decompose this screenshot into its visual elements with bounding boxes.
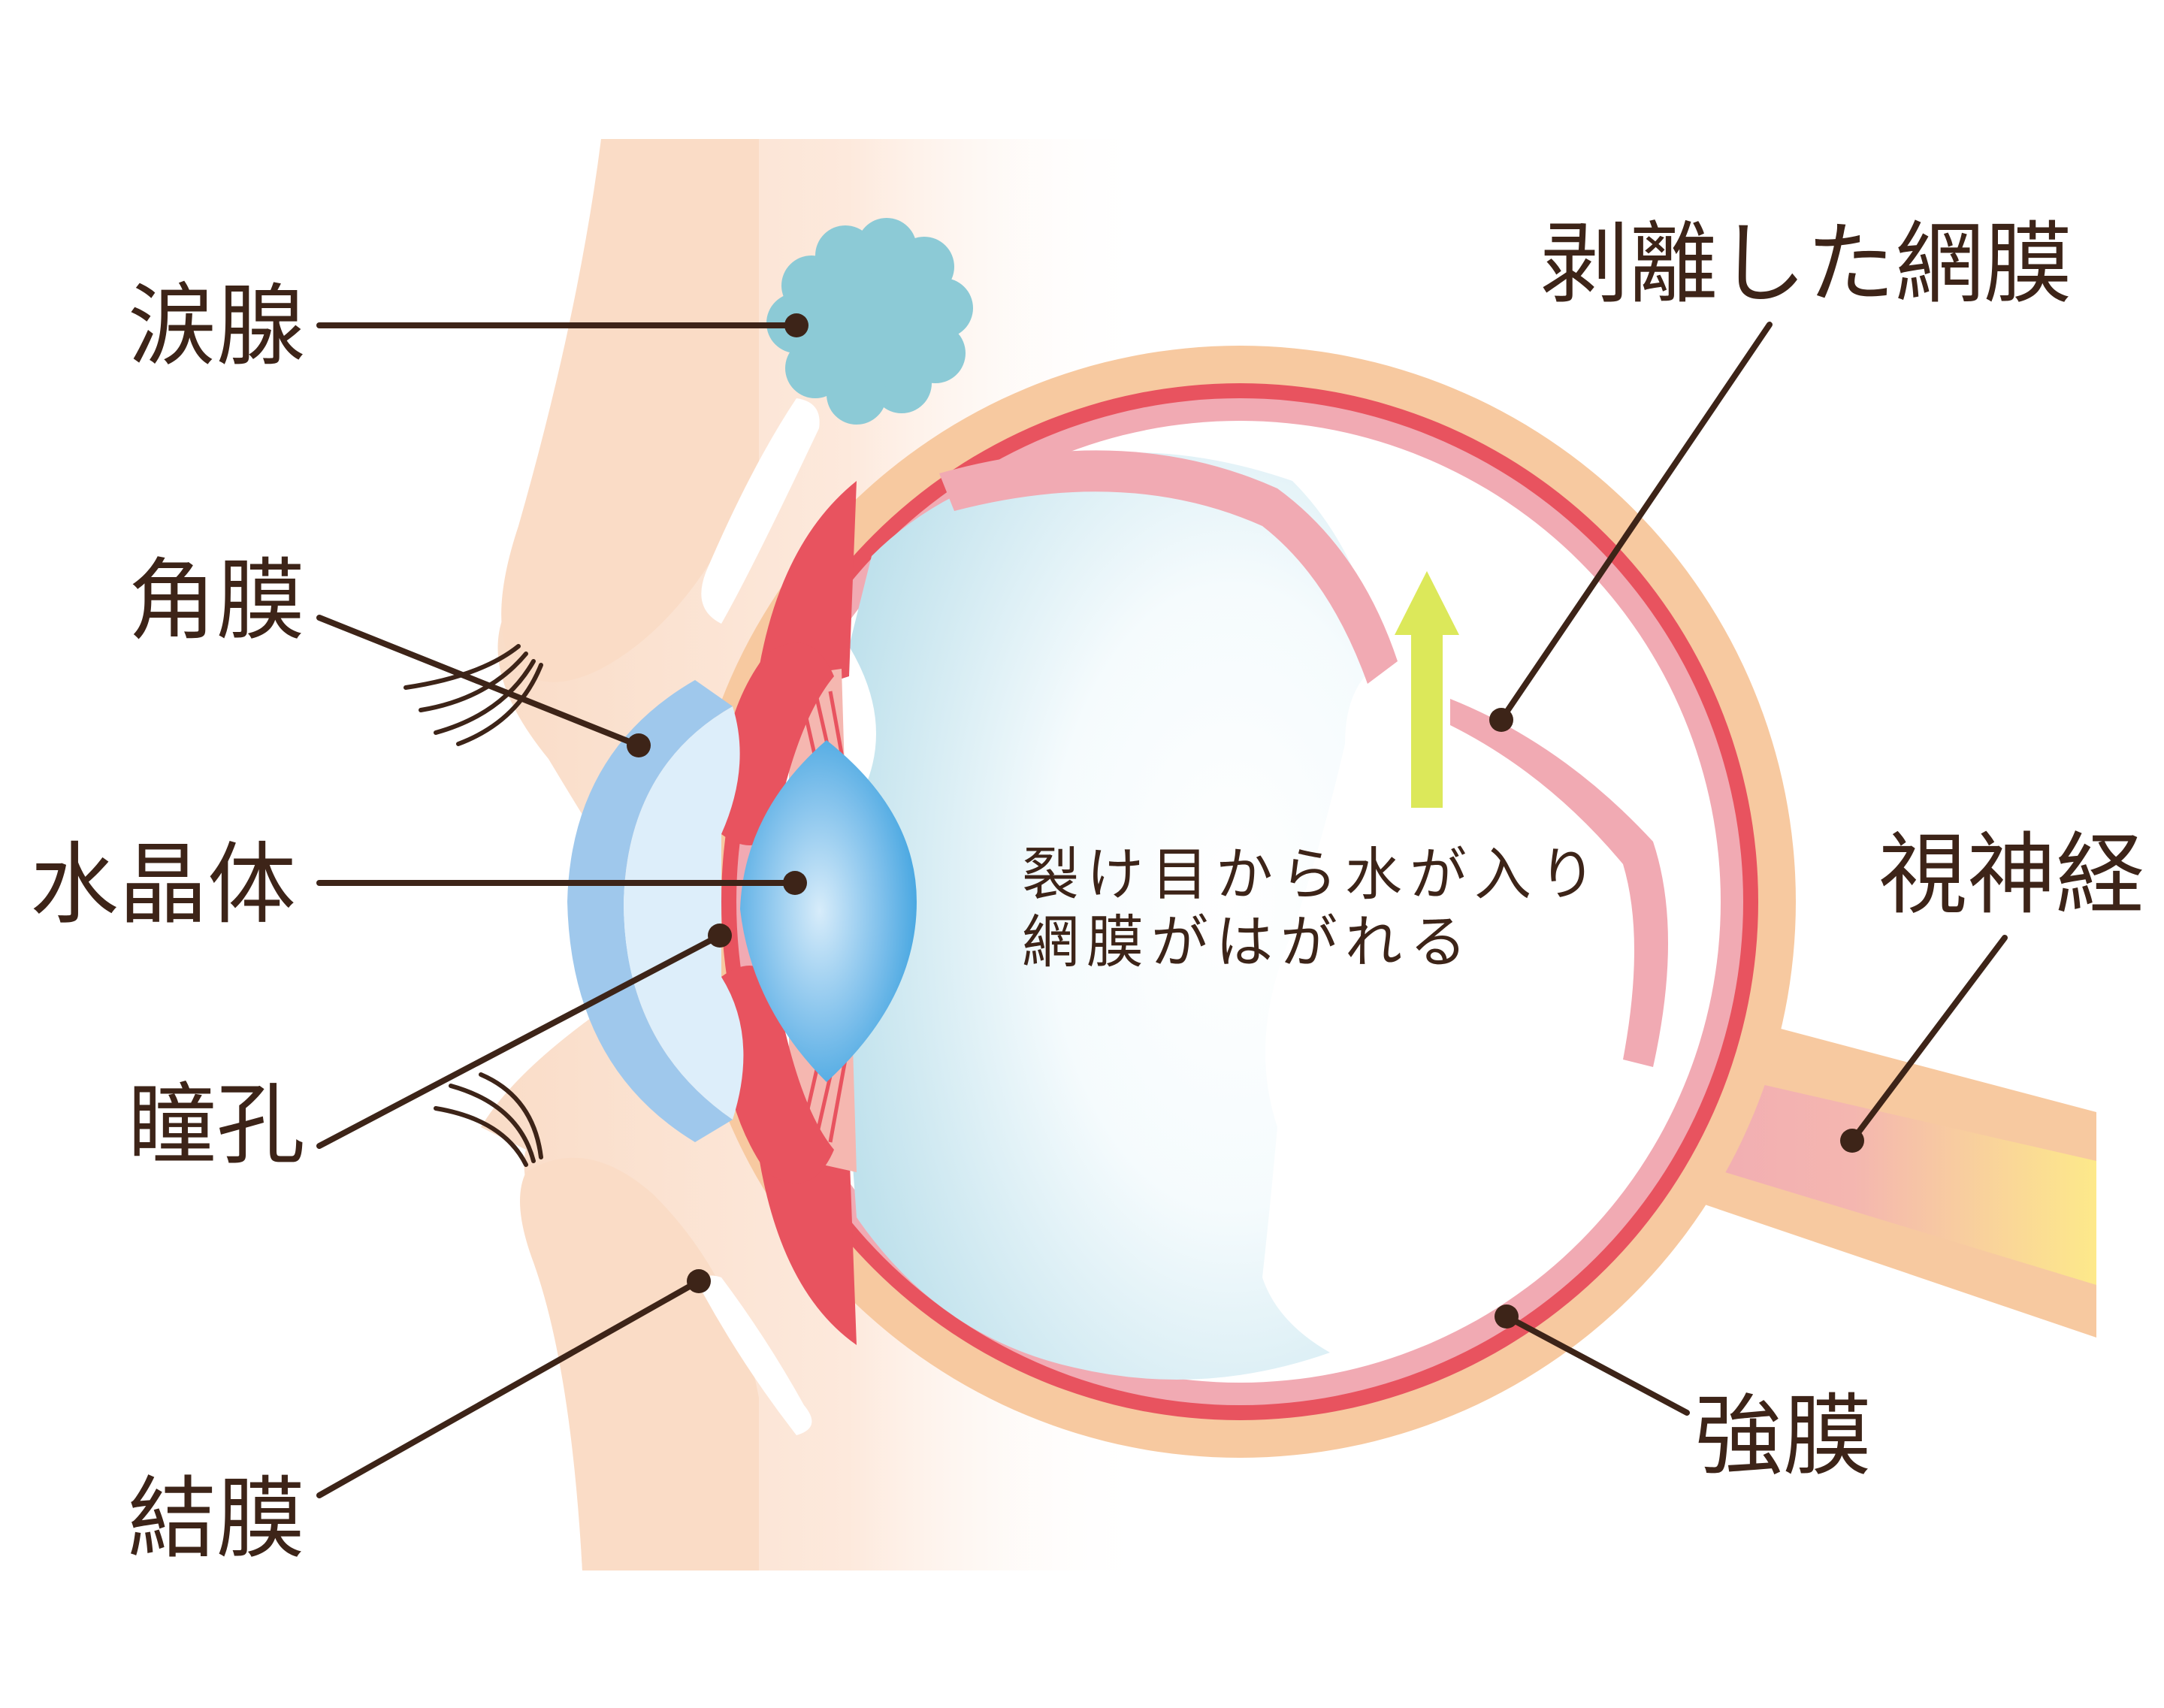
conjunctiva-upper-band — [701, 398, 820, 624]
leader-conjunctiva — [316, 1269, 711, 1498]
annotation-line-1: 裂け目から水が入り — [1022, 841, 1603, 908]
annotation-line-2: 網膜がはがれる — [1022, 908, 1474, 975]
water-entry-arrow — [1395, 571, 1459, 808]
anterior-chamber — [624, 706, 744, 1120]
leader-detached-retina — [1489, 322, 1773, 732]
label-detached-retina: 剥離した網膜 — [1540, 212, 2072, 316]
label-lens: 水晶体 — [30, 833, 296, 936]
lower-eyelid — [520, 1157, 759, 1570]
iris-lower — [720, 966, 834, 1184]
cornea — [567, 680, 733, 1142]
leader-sclera — [1495, 1304, 1690, 1416]
leader-cornea — [316, 615, 651, 757]
lens — [740, 740, 917, 1082]
leader-lens — [316, 871, 807, 895]
label-pupil: 瞳孔 — [128, 1073, 305, 1177]
leader-optic-nerve — [1840, 935, 2008, 1153]
detached-retina-strip — [939, 450, 1398, 684]
label-conjunctiva: 結膜 — [128, 1467, 305, 1570]
upper-eyelid — [501, 139, 759, 682]
label-sclera: 強膜 — [1694, 1384, 1872, 1488]
iris-upper — [720, 642, 834, 845]
label-lacrimal-gland: 涙腺 — [128, 274, 305, 378]
label-optic-nerve: 視神経 — [1878, 823, 2144, 927]
leader-lacrimal — [316, 313, 808, 337]
vitreous-body — [842, 452, 1383, 1380]
leader-pupil — [316, 924, 732, 1149]
lower-eyelashes — [434, 1072, 543, 1167]
label-cornea: 角膜 — [128, 549, 305, 652]
upper-eyelashes — [403, 644, 543, 746]
conjunctiva-lower-band — [702, 1275, 812, 1435]
detached-retina-strip-lower — [1450, 699, 1668, 1067]
optic-nerve — [1653, 1007, 2096, 1338]
